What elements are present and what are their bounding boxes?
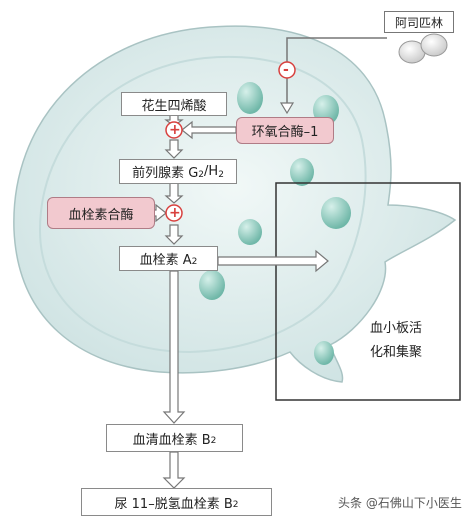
flow-arrow <box>164 224 184 245</box>
subscript: 2 <box>210 436 217 446</box>
aspirin-inhibition-line <box>286 37 387 62</box>
granule <box>290 158 314 186</box>
prostaglandin-slash-text: /H <box>204 164 219 179</box>
flow-arrow <box>164 139 184 159</box>
arrow-head <box>279 102 295 115</box>
subscript: 2 <box>232 500 239 510</box>
inhibit-symbol-circle <box>278 61 296 79</box>
stimulate-symbol-circle <box>165 204 183 222</box>
platelet-activation-line2: 化和集聚 <box>370 345 423 360</box>
flow-arrow <box>162 451 186 489</box>
txa2-to-platelet-arrow <box>217 249 329 273</box>
urine-11-dehydro-thromboxane-b2-text: 尿 11–脱氢血栓素 B <box>114 496 233 512</box>
granule <box>321 197 351 229</box>
platelet-activation-line1: 血小板活 <box>370 321 423 336</box>
granule <box>199 270 225 300</box>
subscript: 2 <box>218 169 224 180</box>
cox1-arrow <box>181 120 237 140</box>
txa-synthase-enzyme: 血栓素合酶 <box>47 197 155 229</box>
serum-thromboxane-b2-text: 血清血栓素 B <box>132 432 211 448</box>
granule <box>237 82 263 114</box>
flow-arrow <box>164 182 184 204</box>
arachidonic-acid-box: 花生四烯酸 <box>121 92 227 116</box>
cell-membrane <box>38 55 367 354</box>
aspirin-pill-icon <box>398 33 448 64</box>
prostaglandin-text: 前列腺素 G <box>132 166 199 181</box>
subscript: 2 <box>198 169 205 180</box>
subscript: 2 <box>191 256 198 267</box>
granule <box>238 219 262 245</box>
watermark: 头条 @石佛山下小医生 <box>338 496 462 510</box>
aspirin-label: 阿司匹林 <box>384 11 454 33</box>
granule <box>314 341 334 365</box>
stimulate-symbol-circle <box>165 121 183 139</box>
stimulate-symbol: + <box>169 205 181 221</box>
stimulate-symbol: + <box>169 122 181 138</box>
inhibit-symbol: - <box>283 62 289 78</box>
thromboxane-a2-text: 血栓素 A <box>139 253 192 268</box>
platelet-activation-frame <box>275 182 461 401</box>
cox1-enzyme: 环氧合酶–1 <box>236 117 334 144</box>
flow-arrow <box>162 270 186 424</box>
